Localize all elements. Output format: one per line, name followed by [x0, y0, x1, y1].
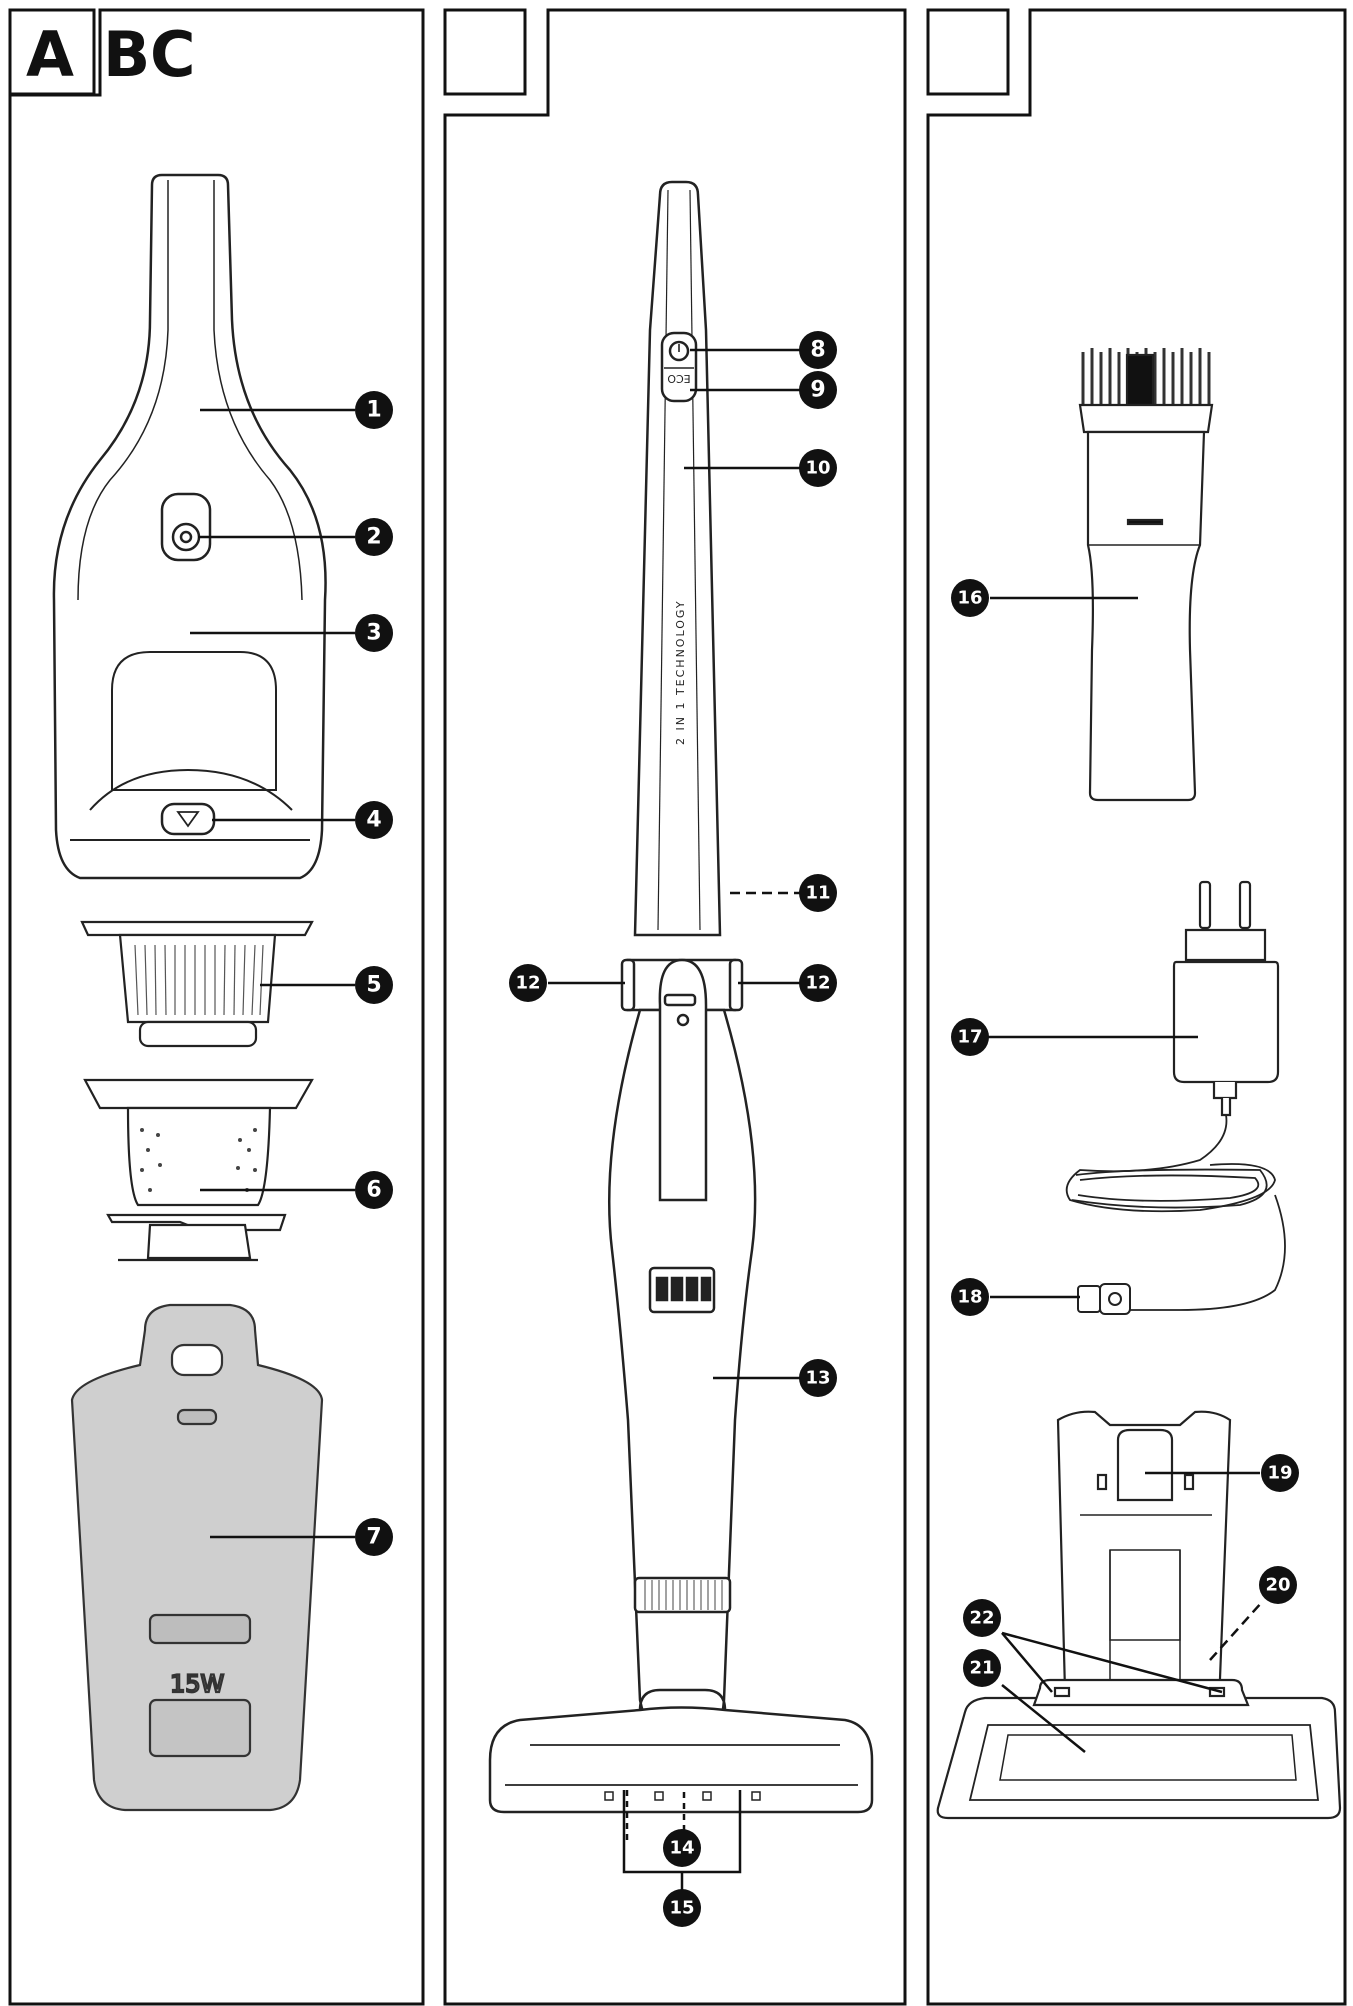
callout-22: 22	[963, 1599, 1001, 1637]
callout-label: 8	[810, 338, 825, 363]
callout-label: 5	[366, 973, 381, 998]
callout-14: 14	[663, 1829, 701, 1867]
callout-12-left: 12	[509, 964, 547, 1002]
panel-letter-a: A	[26, 18, 74, 91]
callout-label: 4	[366, 808, 381, 833]
brush-tool	[1078, 348, 1214, 802]
callout-label: 15	[669, 1898, 694, 1919]
callout-badges: 1 2 3 4 5 6 7 8 9 10 11 12 12 13 14 15 1…	[355, 331, 1299, 1927]
stick-vacuum: ECO 2 IN 1 TECHNOLOGY	[488, 180, 874, 1814]
callout-18: 18	[951, 1278, 989, 1316]
panel-c-leaders	[988, 596, 1263, 1753]
callout-label: 12	[515, 973, 540, 994]
callout-label: 7	[366, 1525, 381, 1550]
callout-4: 4	[355, 801, 393, 839]
callout-label: 9	[810, 378, 825, 403]
callout-6: 6	[355, 1171, 393, 1209]
callout-label: 16	[957, 588, 982, 609]
callout-label: 13	[805, 1368, 830, 1389]
filter-unit	[80, 920, 314, 1048]
callout-label: 3	[366, 621, 381, 646]
callout-20: 20	[1259, 1566, 1297, 1604]
callout-13: 13	[799, 1359, 837, 1397]
holder-wattage-text: 15W	[170, 1670, 224, 1698]
eco-button-text: ECO	[667, 372, 691, 385]
callout-label: 11	[805, 883, 830, 904]
panel-letter-c: C	[150, 18, 196, 91]
panel-a-frame	[8, 8, 425, 2006]
callout-label: 12	[805, 973, 830, 994]
callout-8: 8	[799, 331, 837, 369]
callout-12-right: 12	[799, 964, 837, 1002]
callout-19: 19	[1261, 1454, 1299, 1492]
callout-9: 9	[799, 371, 837, 409]
shaft-brand-text: 2 IN 1 TECHNOLOGY	[674, 599, 687, 745]
callout-16: 16	[951, 579, 989, 617]
panel-b-leaders	[548, 348, 800, 1890]
charger-cable	[1065, 1114, 1286, 1311]
charging-base	[936, 1410, 1342, 1820]
callout-label: 10	[805, 458, 830, 479]
callout-label: 19	[1267, 1463, 1292, 1484]
callout-15: 15	[663, 1889, 701, 1927]
dust-container	[83, 1078, 314, 1262]
panel-letter-b: B	[103, 18, 150, 91]
panel-b-frame	[443, 8, 907, 2006]
callout-10: 10	[799, 449, 837, 487]
dc-plug	[1077, 1283, 1131, 1315]
callout-label: 20	[1265, 1575, 1290, 1596]
callout-21: 21	[963, 1649, 1001, 1687]
callout-label: 18	[957, 1287, 982, 1308]
callout-label: 6	[366, 1178, 381, 1203]
callout-2: 2	[355, 518, 393, 556]
callout-label: 22	[969, 1608, 994, 1629]
callout-label: 14	[669, 1838, 694, 1859]
panel-a-leaders	[190, 408, 355, 1539]
callout-17: 17	[951, 1018, 989, 1056]
panel-c-frame	[926, 8, 1347, 2006]
callout-3: 3	[355, 614, 393, 652]
callout-label: 1	[366, 398, 381, 423]
callout-11: 11	[799, 874, 837, 912]
handheld-body	[52, 173, 327, 880]
callout-7: 7	[355, 1518, 393, 1556]
charger-adapter	[1172, 880, 1280, 1117]
callout-label: 17	[957, 1027, 982, 1048]
callout-label: 2	[366, 525, 381, 550]
callout-1: 1	[355, 391, 393, 429]
callout-5: 5	[355, 966, 393, 1004]
wall-holder: 15W	[70, 1303, 324, 1812]
callout-label: 21	[969, 1658, 994, 1679]
